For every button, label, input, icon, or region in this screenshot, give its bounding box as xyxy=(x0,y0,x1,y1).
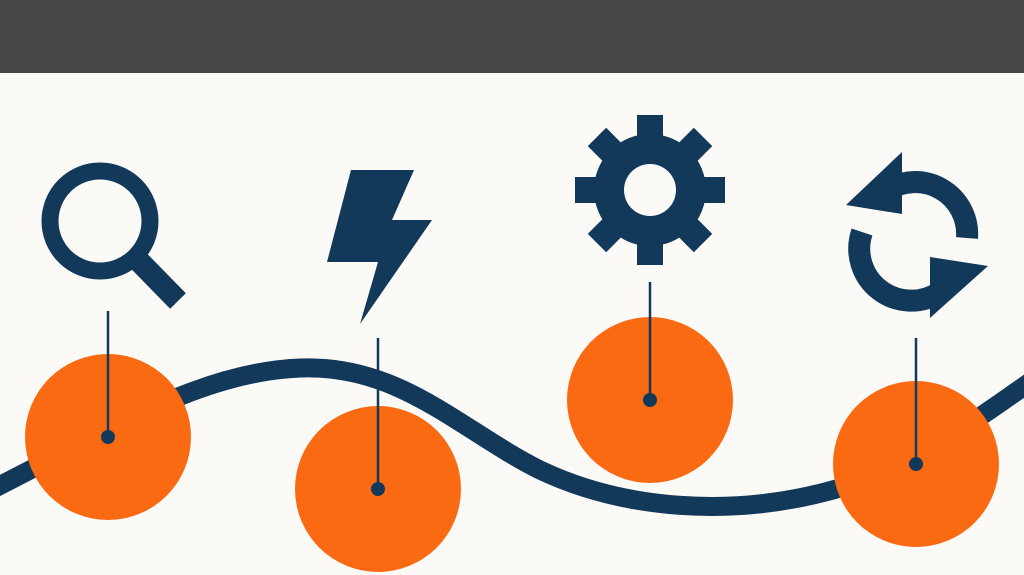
connector-dot xyxy=(643,393,657,407)
connector-dot xyxy=(101,430,115,444)
connector-dot xyxy=(909,457,923,471)
connector-dot xyxy=(371,482,385,496)
refresh-icon xyxy=(846,152,988,318)
step-search xyxy=(25,162,191,520)
step-lightning xyxy=(295,170,461,572)
step-gear xyxy=(567,115,733,483)
gear-icon xyxy=(575,115,725,265)
search-icon xyxy=(41,162,186,309)
step-refresh xyxy=(833,152,999,547)
top-bar xyxy=(0,0,1024,73)
lightning-bolt-icon xyxy=(327,170,432,324)
